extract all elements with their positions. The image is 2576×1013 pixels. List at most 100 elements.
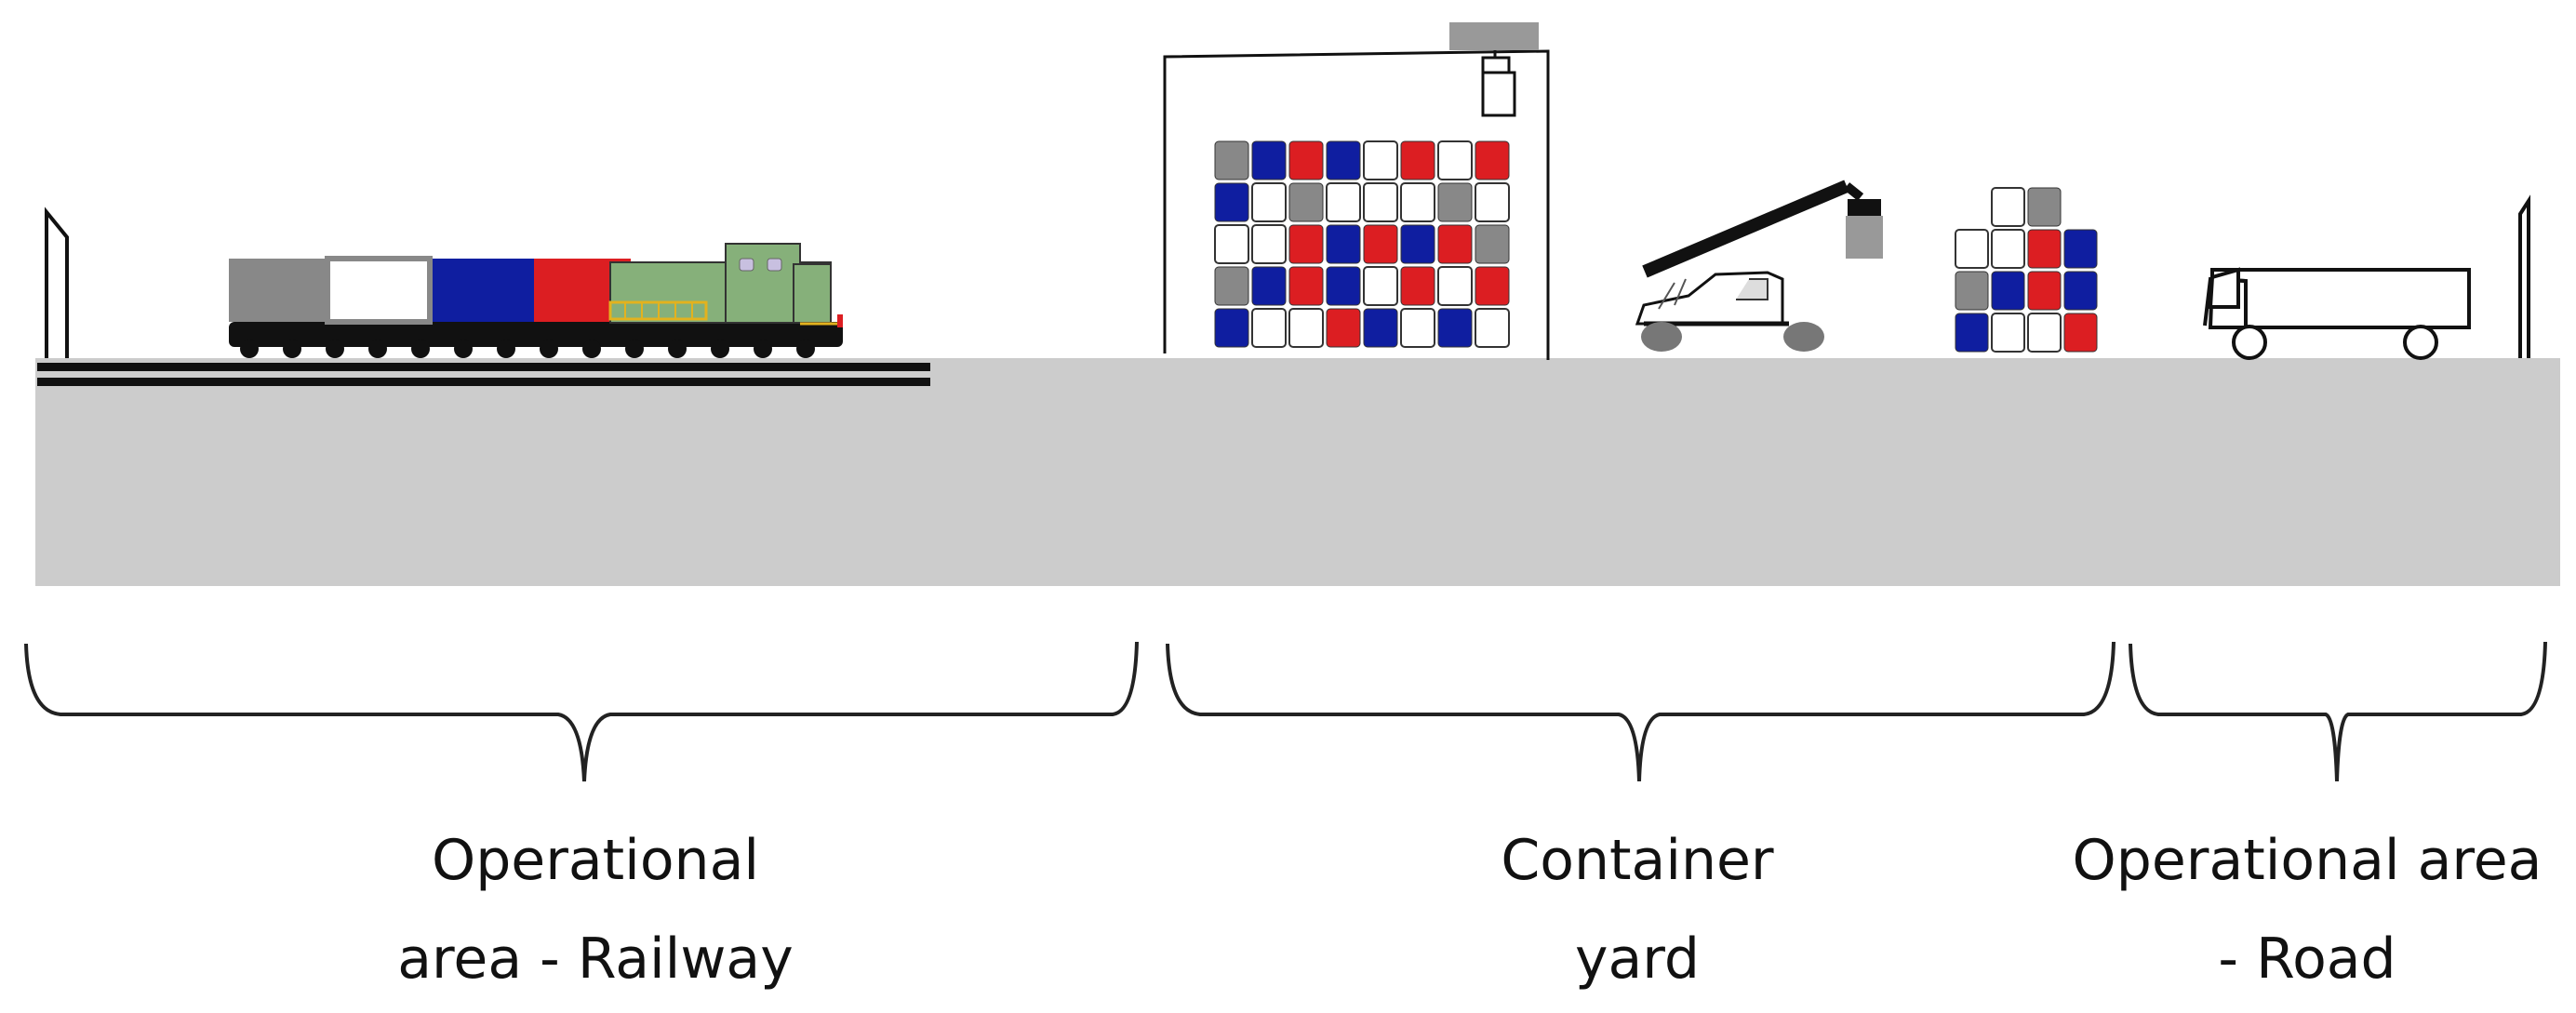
label-road-line2: - Road [2218,926,2396,992]
train-container-blue [430,259,534,322]
container-blue [1214,182,1249,222]
container-stack-under-crane [1214,140,1510,348]
train-wheel [711,340,729,358]
container-red [2027,271,2062,311]
container-gray [1437,182,1473,222]
container-blue [1955,313,1989,353]
container-gray [1288,182,1324,222]
container-white [1363,182,1398,222]
train-wheel [540,340,558,358]
crane-trolley [1449,22,1539,50]
label-railway-line1: Operational [431,828,760,893]
brace-road [2129,641,2547,782]
train-wheel [240,340,259,358]
container-blue [1326,140,1361,180]
train-wheel [796,340,815,358]
container-red [1437,224,1473,264]
container-white [1991,313,2025,353]
container-red [1400,266,1435,306]
container-white [1475,182,1510,222]
stacker-wheel-front [1641,322,1682,352]
train-wheels [240,340,815,358]
label-road: Operational area - Road [2056,811,2558,1008]
container-red [1475,266,1510,306]
container-gray [1214,266,1249,306]
container-white [2027,313,2062,353]
label-railway: Operational area - Railway [354,811,837,1008]
container-blue [1326,224,1361,264]
container-blue [1251,140,1287,180]
container-red [1475,140,1510,180]
train-wheel [326,340,344,358]
label-yard-line1: Container [1501,828,1774,893]
train-wheel [368,340,387,358]
container-white [1955,229,1989,269]
container-white [1475,308,1510,348]
train-container-frame [325,256,433,325]
container-blue [2063,271,2098,311]
container-gray [1214,140,1249,180]
container-blue [2063,229,2098,269]
container-red [1326,308,1361,348]
container-white [1363,266,1398,306]
label-road-line1: Operational area [2072,828,2543,893]
stacker-wheel-rear [1783,322,1824,352]
locomotive [608,243,843,327]
freight-train [229,243,843,358]
train-wheel [454,340,473,358]
container-white [1437,140,1473,180]
train-container-white [326,257,432,324]
container-white [1991,229,2025,269]
brace-yard [1166,641,2116,782]
truck-wheel-front [2232,325,2267,360]
label-yard: Container yard [1451,811,1823,1008]
right-post [2518,194,2530,358]
brace-railway [24,641,1139,782]
container-blue [1251,266,1287,306]
train-wheel [497,340,515,358]
stacker-container [1846,216,1883,259]
left-post [45,207,69,358]
container-red [1288,266,1324,306]
container-white [1437,266,1473,306]
railway-track [37,363,930,386]
container-blue [1326,266,1361,306]
container-red [1400,140,1435,180]
container-red [1288,224,1324,264]
container-white [1214,224,1249,264]
train-wheel [668,340,687,358]
crane-spreader [1481,71,1516,117]
crane-hook [1481,56,1511,74]
train-container-gray [229,259,327,322]
label-yard-line2: yard [1575,926,1700,992]
container-white [1400,308,1435,348]
train-wheel [754,340,772,358]
container-white [1991,187,2025,227]
container-blue [1991,271,2025,311]
container-blue [1437,308,1473,348]
container-white [1251,308,1287,348]
train-wheel [283,340,301,358]
container-red [2027,229,2062,269]
truck-wheel-rear [2403,325,2438,360]
train-wheel [411,340,430,358]
reach-stacker [1635,180,1883,352]
container-white [1251,182,1287,222]
train-wheel [625,340,644,358]
container-white [1251,224,1287,264]
container-blue [1400,224,1435,264]
container-red [1288,140,1324,180]
container-white [1326,182,1361,222]
container-white [1363,140,1398,180]
container-gray [1955,271,1989,311]
container-stack-right [1955,187,2098,353]
container-white [1400,182,1435,222]
train-containers [229,256,631,325]
ground-slab [35,358,2560,586]
container-white [1288,308,1324,348]
train-wheel [582,340,601,358]
container-gray [2027,187,2062,227]
gantry-crane [1163,22,1550,360]
truck [2203,267,2471,360]
